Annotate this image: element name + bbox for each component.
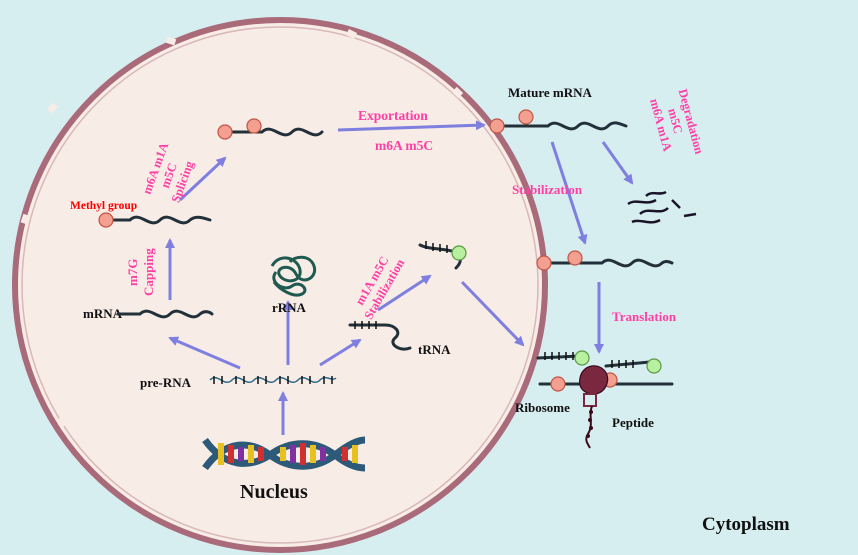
capping-process: Capping bbox=[141, 248, 156, 296]
stabilization-label: Stabilization bbox=[512, 182, 583, 197]
nuclear-pores bbox=[20, 28, 527, 428]
arrow-trna-to-ribosome bbox=[460, 280, 525, 347]
methyl-group-label: Methyl group bbox=[70, 200, 137, 212]
arrow-trna-stabilization bbox=[377, 274, 432, 312]
trna-green-bead bbox=[451, 245, 467, 261]
mature-bead-1 bbox=[489, 118, 505, 134]
capping-mods: m7G bbox=[125, 259, 140, 286]
pre-rna-strand bbox=[209, 376, 337, 383]
spliced-mrna-strand bbox=[226, 127, 324, 137]
mature-mrna-label: Mature mRNA bbox=[508, 85, 592, 100]
pre-rna-bases bbox=[213, 376, 333, 384]
rrna-label: rRNA bbox=[272, 300, 307, 315]
spliced-bead-1 bbox=[217, 124, 233, 140]
peptide-label: Peptide bbox=[612, 415, 654, 430]
arrow-splicing bbox=[178, 156, 227, 202]
cytoplasm-label: Cytoplasm bbox=[702, 514, 790, 535]
exportation-mods: m6A m5C bbox=[375, 138, 433, 153]
methyl-group-bead bbox=[98, 212, 114, 228]
exportation-label: Exportation bbox=[358, 108, 428, 123]
rrna-blob bbox=[270, 255, 317, 297]
stabilized-bead-2 bbox=[567, 250, 583, 266]
ribosome-complex bbox=[536, 350, 674, 449]
stabilized-bead-1 bbox=[536, 255, 552, 271]
mrna-label: mRNA bbox=[83, 306, 123, 321]
spliced-bead-2 bbox=[246, 118, 262, 134]
ribosome-label: Ribosome bbox=[515, 400, 570, 415]
arrow-exportation bbox=[337, 120, 486, 132]
mature-bead-2 bbox=[518, 109, 534, 125]
capped-mrna-strand bbox=[106, 215, 212, 225]
stabilized-mrna-strand bbox=[543, 258, 674, 268]
mature-mrna-strand bbox=[496, 121, 628, 131]
trna-nucleus-strand bbox=[348, 323, 412, 351]
arrow-prerna-to-mrna bbox=[168, 336, 241, 370]
dna-helix bbox=[202, 436, 366, 472]
pre-rna-label: pre-RNA bbox=[140, 375, 192, 390]
trna-label: tRNA bbox=[418, 342, 451, 357]
degradation-text: m6A m1A m5C Degradation bbox=[647, 87, 706, 155]
arrow-stabilization bbox=[550, 141, 588, 245]
arrow-prerna-to-trna bbox=[319, 338, 362, 367]
nucleus-label: Nucleus bbox=[240, 481, 308, 503]
arrow-degradation bbox=[601, 141, 634, 185]
degraded-rna-fragments bbox=[627, 190, 697, 224]
mrna-strand bbox=[116, 309, 214, 319]
svg-text:m5C: m5C bbox=[665, 107, 685, 135]
translation-label: Translation bbox=[612, 309, 677, 324]
